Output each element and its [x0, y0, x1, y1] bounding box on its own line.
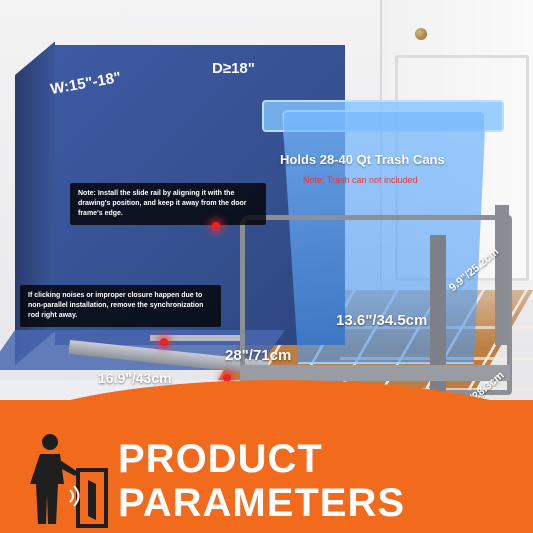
noise-note: If clicking noises or improper closure h… — [20, 285, 221, 327]
person-opening-cabinet-icon — [30, 434, 108, 528]
door-knob — [415, 28, 427, 40]
depth-min-label: D≥18" — [212, 60, 255, 77]
banner-title-line2: PARAMETERS — [118, 481, 406, 525]
trash-bin — [282, 110, 486, 364]
frame-back-upright — [495, 205, 509, 345]
capacity-label: Holds 28-40 Qt Trash Cans — [280, 152, 445, 167]
rod-marker-dot — [160, 338, 168, 346]
banner-title: PRODUCT PARAMETERS — [118, 437, 405, 525]
synchronization-rod — [150, 335, 240, 341]
rail-length-label: 16.9"/43cm — [98, 370, 172, 386]
frame-base — [240, 365, 510, 381]
banner-title-line1: PRODUCT — [118, 437, 323, 481]
total-length-label: 28"/71cm — [225, 347, 292, 364]
frame-front-upright — [430, 235, 446, 395]
install-marker-dot — [212, 222, 220, 230]
bin-height-label: 13.6"/34.5cm — [336, 312, 428, 329]
rail-marker-dot — [223, 374, 231, 382]
capacity-note: Note: Trash can not included — [303, 175, 418, 185]
install-note: Note: Install the slide rail by aligning… — [70, 183, 266, 225]
